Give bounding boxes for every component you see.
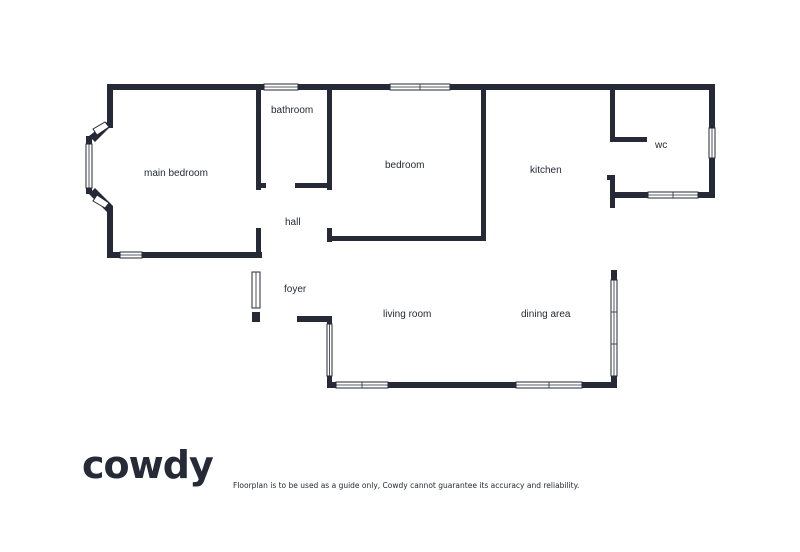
room-label-dining-area: dining area: [521, 309, 571, 320]
room-label-main-bedroom: main bedroom: [144, 168, 208, 179]
room-label-hall: hall: [285, 217, 301, 228]
room-label-bedroom: bedroom: [385, 160, 424, 171]
windows: [85, 83, 716, 389]
disclaimer-text: Floorplan is to be used as a guide only,…: [233, 481, 580, 490]
cowdy-logo: cowdy: [82, 443, 214, 487]
room-label-bathroom: bathroom: [271, 105, 313, 116]
room-label-wc: wc: [654, 140, 667, 151]
room-label-kitchen: kitchen: [530, 165, 562, 176]
walls: [86, 84, 715, 388]
room-label-living-room: living room: [383, 309, 431, 320]
room-label-foyer: foyer: [284, 284, 307, 295]
room-labels: main bedroom bathroom bedroom kitchen wc…: [144, 105, 667, 320]
